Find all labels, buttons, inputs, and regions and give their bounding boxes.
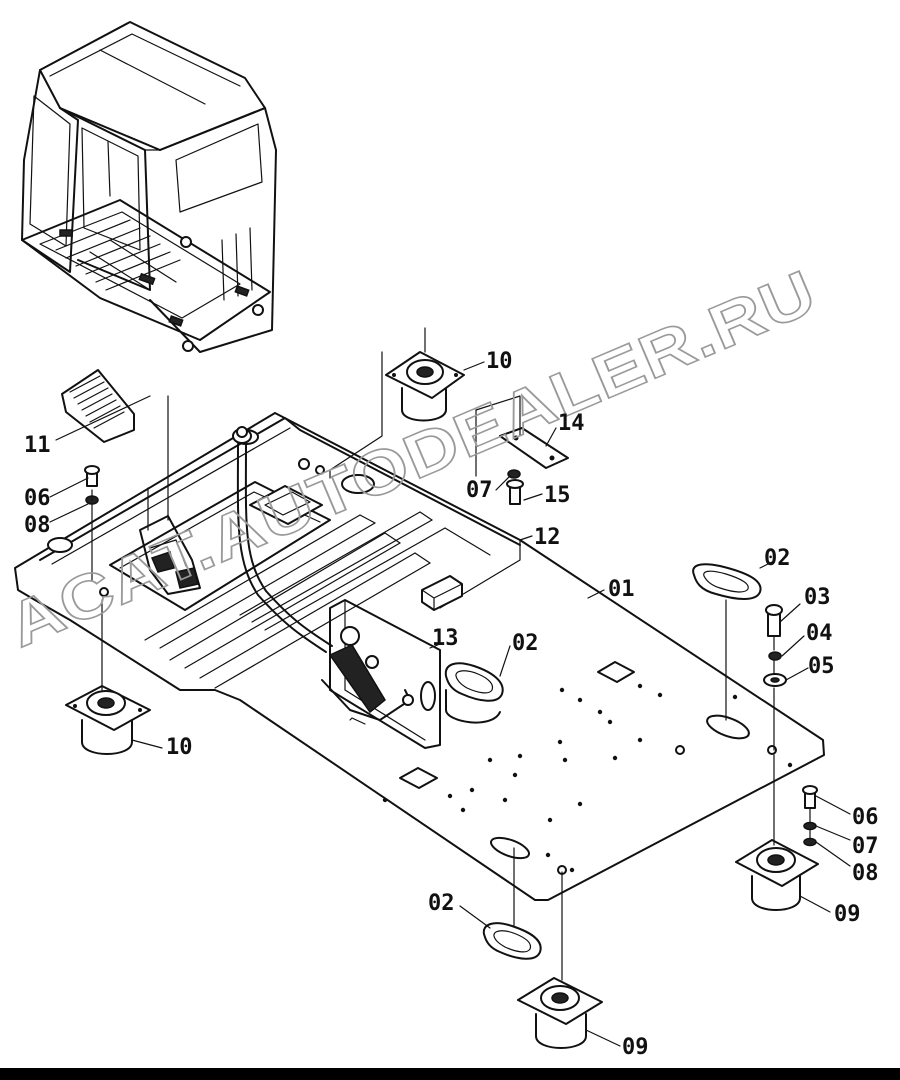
watermark-text: ACAT.AUTODEALER.RU: [0, 257, 826, 660]
mount-left-10: [65, 685, 151, 755]
callout-10-top: 10: [486, 349, 513, 374]
mount-bottom-09: [517, 977, 603, 1049]
grommet-mid-02: [444, 662, 504, 724]
callout-15: 15: [544, 483, 571, 508]
mount-top-10: [385, 351, 465, 422]
bolt-03-stack: [763, 604, 787, 687]
bolt-06-left: [84, 465, 100, 505]
callout-08-right: 08: [852, 861, 879, 886]
callout-12: 12: [534, 525, 561, 550]
callout-05: 05: [808, 654, 835, 679]
callout-06-left: 06: [24, 486, 51, 511]
callout-03: 03: [804, 585, 831, 610]
callout-09-right: 09: [834, 902, 861, 927]
bottom-border-bar: [0, 1068, 900, 1080]
hardware-07-15: [506, 469, 524, 505]
pedal-11: [61, 369, 135, 443]
guide-lines: [91, 327, 811, 981]
bracket-plate-12: [109, 481, 463, 611]
bracket-assembly-13: [321, 599, 441, 749]
callout-04: 04: [806, 621, 833, 646]
callout-10-bottom: 10: [166, 735, 193, 760]
leader-lines: [49, 361, 851, 1047]
control-cable: [232, 426, 333, 653]
callout-07-mid: 07: [466, 478, 493, 503]
callout-06-right: 06: [852, 805, 879, 830]
plate-14: [499, 427, 569, 469]
callout-13: 13: [432, 626, 459, 651]
mount-right-09: [735, 839, 819, 911]
grommet-bottom-02: [482, 922, 542, 960]
callout-02-right: 02: [764, 546, 791, 571]
grommet-right-02: [692, 563, 762, 600]
callout-01: 01: [608, 577, 635, 602]
callout-09-bottom: 09: [622, 1035, 649, 1060]
callout-07-right: 07: [852, 834, 879, 859]
cab-overview: [21, 21, 277, 353]
callout-08-left: 08: [24, 513, 51, 538]
callout-14: 14: [558, 411, 585, 436]
callout-02-bottom: 02: [428, 891, 455, 916]
callout-11: 11: [24, 433, 51, 458]
callout-02-mid: 02: [512, 631, 539, 656]
